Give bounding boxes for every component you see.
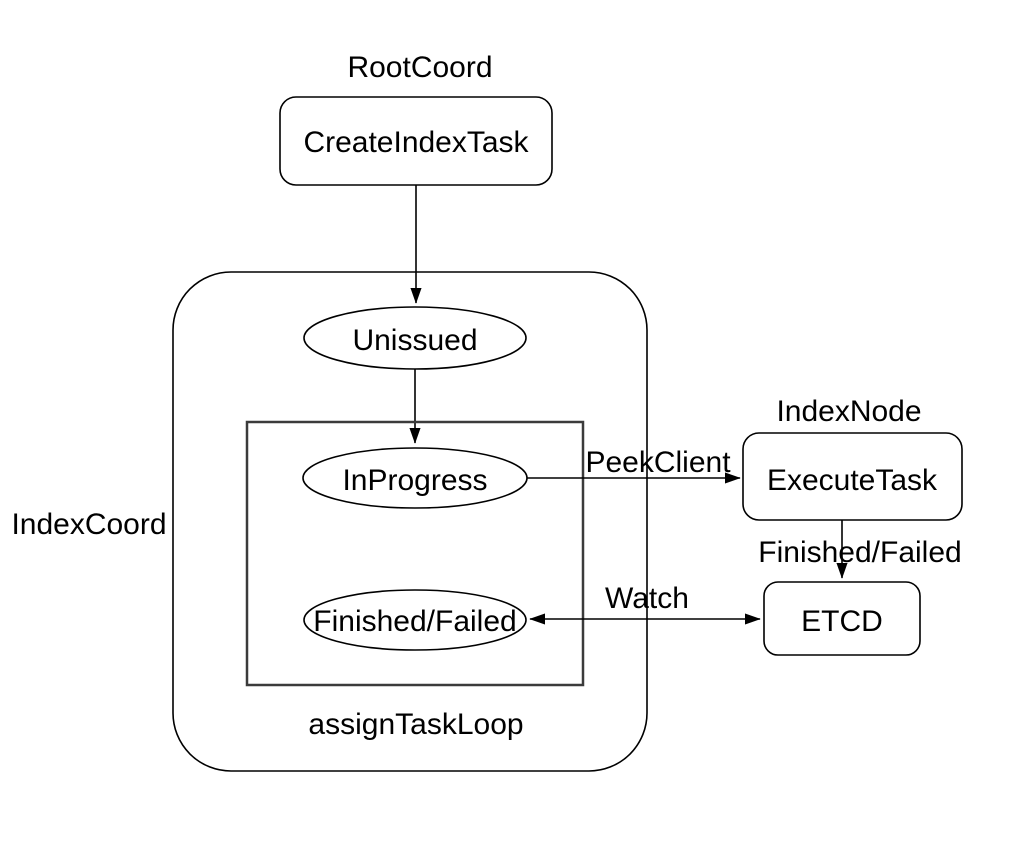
peek-client-edge-label: PeekClient bbox=[585, 446, 731, 479]
finished-failed-edge-label: Finished/Failed bbox=[758, 536, 961, 569]
etcd-node bbox=[763, 581, 921, 656]
indexcoord-container bbox=[172, 271, 648, 772]
in-progress-label: InProgress bbox=[342, 464, 487, 497]
execute-task-label: ExecuteTask bbox=[767, 464, 938, 497]
watch-edge-label: Watch bbox=[605, 582, 689, 615]
unissued-label: Unissued bbox=[352, 324, 477, 357]
indexcoord-group-label: IndexCoord bbox=[11, 508, 166, 541]
create-index-task-label: CreateIndexTask bbox=[303, 126, 529, 159]
assign-task-loop-label: assignTaskLoop bbox=[308, 708, 523, 741]
rootcoord-group-label: RootCoord bbox=[347, 51, 492, 84]
indexnode-group-label: IndexNode bbox=[776, 395, 921, 428]
execute-task-node bbox=[742, 432, 963, 521]
etcd-label: ETCD bbox=[801, 605, 883, 638]
finished-failed-state bbox=[303, 589, 527, 651]
assign-task-loop-box bbox=[245, 420, 585, 687]
finished-failed-state-label: Finished/Failed bbox=[313, 605, 516, 638]
